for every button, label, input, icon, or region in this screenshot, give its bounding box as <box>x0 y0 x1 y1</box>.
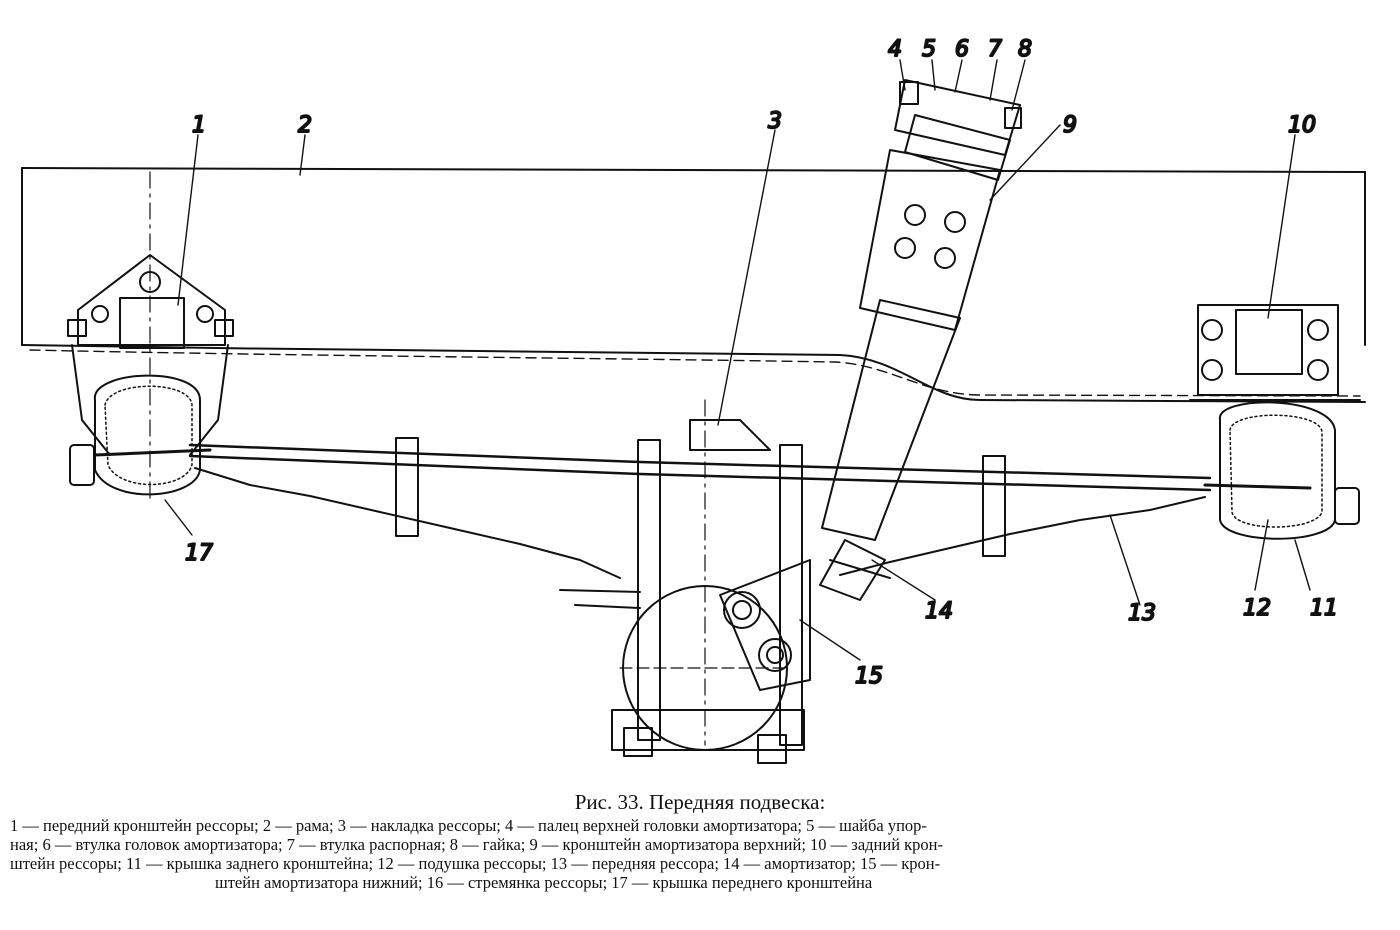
figure-legend: 1 — передний кронштейн рессоры; 2 — рама… <box>10 816 1390 892</box>
callout-10: 10 <box>1288 113 1316 138</box>
lower-shock-bracket <box>719 559 811 691</box>
legend-line: штейн рессоры; 11 — крышка заднего кронш… <box>10 854 941 873</box>
front-bracket-cover <box>69 374 212 496</box>
callout-13: 13 <box>1128 601 1156 626</box>
callout-14: 14 <box>925 599 953 624</box>
leader-lines <box>164 59 1311 661</box>
legend-line: штейн амортизатора нижний; 16 — стремянк… <box>215 873 873 892</box>
front-bracket <box>67 171 234 501</box>
callout-12: 12 <box>1243 596 1271 621</box>
callout-9: 9 <box>1063 113 1077 138</box>
upper-shock-bracket <box>894 79 1022 269</box>
shock-absorber <box>819 114 1011 601</box>
callout-1: 1 <box>192 113 206 138</box>
callout-15: 15 <box>855 664 883 689</box>
spring-pad <box>637 399 803 746</box>
callout-17: 17 <box>185 541 213 566</box>
frame <box>21 167 1366 403</box>
callout-2: 2 <box>298 113 312 138</box>
axle <box>611 585 805 764</box>
legend-line: ная; 6 — втулка головок амортизатора; 7 … <box>10 835 943 854</box>
rear-bracket-cover <box>1203 401 1360 540</box>
legend-line: 1 — передний кронштейн рессоры; 2 — рама… <box>10 816 927 835</box>
front-leaf-spring <box>188 437 1212 609</box>
suspension-drawing: 1 2 3 4 5 6 7 8 9 10 11 12 13 14 15 17 <box>21 36 1366 764</box>
callout-8: 8 <box>1018 37 1032 62</box>
callout-11: 11 <box>1310 596 1338 621</box>
rear-bracket <box>1189 304 1361 401</box>
callout-7: 7 <box>988 37 1002 62</box>
callout-4: 4 <box>888 37 902 62</box>
figure-caption-title: Рис. 33. Передняя подвеска: <box>574 790 826 814</box>
callout-3: 3 <box>768 109 782 134</box>
callout-6: 6 <box>955 37 969 62</box>
callout-5: 5 <box>922 37 936 62</box>
